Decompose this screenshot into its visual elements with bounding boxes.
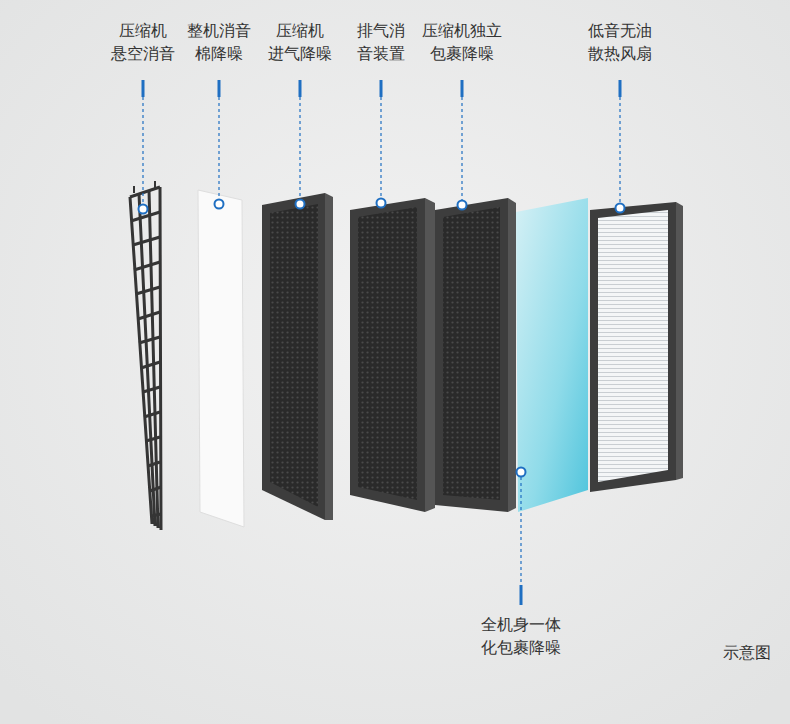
callout-label: 全机身一体 化包裹降噪 (476, 613, 566, 659)
carbon-panel (262, 193, 333, 520)
callout-label: 低音无油 散热风扇 (575, 19, 665, 65)
callout-label: 压缩机 进气降噪 (255, 19, 345, 65)
cotton-sheet (198, 190, 244, 527)
callout-label: 示意图 (702, 641, 790, 664)
callout-label: 整机消音 棉降噪 (174, 19, 264, 65)
callout-label: 压缩机 悬空消音 (98, 19, 188, 65)
callout-label: 压缩机独立 包裹降噪 (417, 19, 507, 65)
hepa-panel (590, 202, 683, 492)
carbon-panel (350, 198, 435, 512)
callout-label: 排气消 音装置 (336, 19, 426, 65)
carbon-panel (435, 198, 516, 512)
grid-frame (130, 181, 161, 530)
leader-lines (139, 80, 625, 605)
blue-sheet (516, 198, 588, 512)
